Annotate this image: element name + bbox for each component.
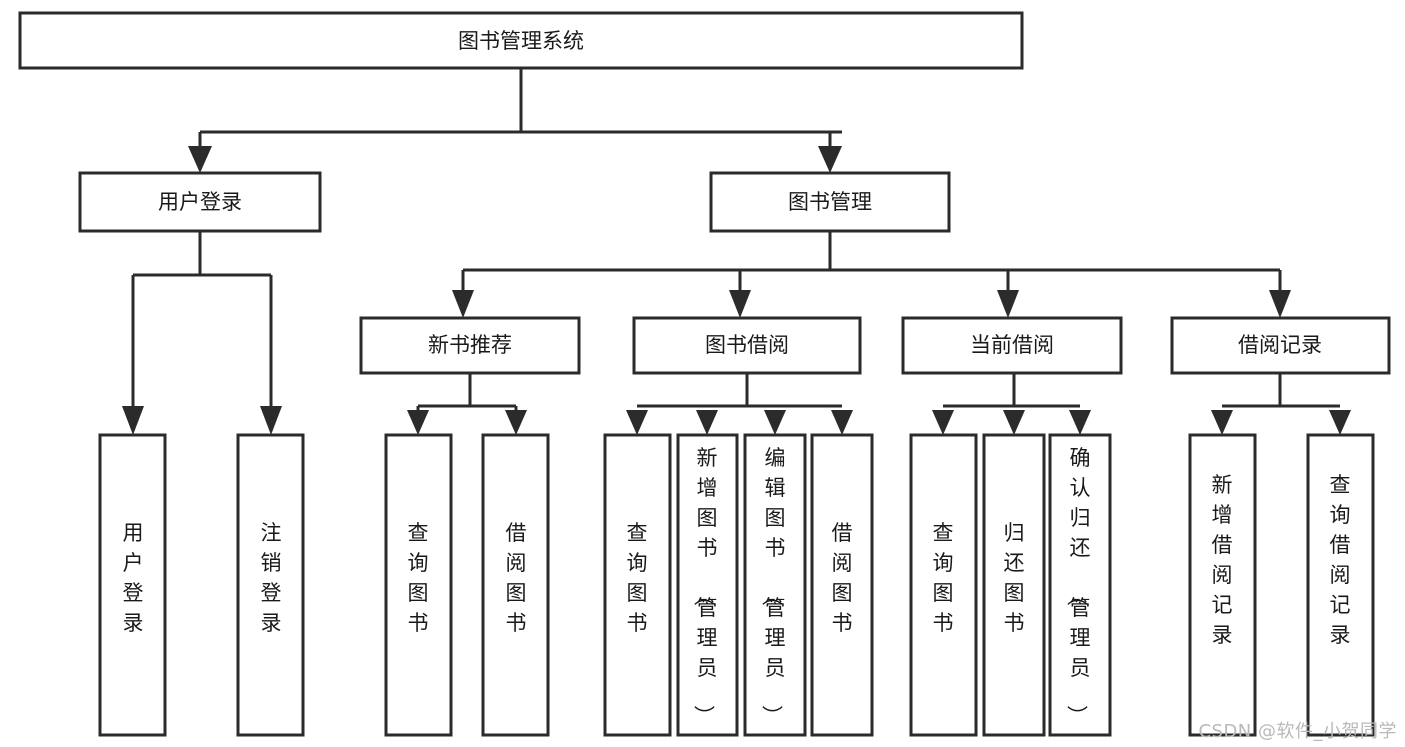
connector-group-root-to-level2: [188, 68, 842, 173]
arrowhead-leaf-query-book-3: [932, 410, 954, 435]
node-leaf-query-book-1[interactable]: 查询图书: [384, 433, 453, 737]
node-user-login[interactable]: 用户登录: [78, 171, 322, 233]
arrowhead-leaf-confirm-return: [1069, 410, 1091, 435]
node-root-box[interactable]: [18, 11, 1024, 70]
node-leaf-query-book-3[interactable]: 查询图书: [909, 433, 978, 737]
node-leaf-user-login[interactable]: 用户登录: [98, 433, 167, 737]
connector-group-book-borrow-to-leaves: [626, 373, 853, 435]
node-leaf-confirm-return[interactable]: 确认归还（管理员）: [1048, 433, 1112, 737]
node-leaf-query-book-1-box[interactable]: [384, 433, 453, 737]
node-book-borrow-label: 图书借阅: [705, 333, 789, 357]
node-leaf-add-book-label: 新增图书（管理员）: [692, 446, 718, 726]
node-leaf-query-record-box[interactable]: [1306, 433, 1375, 737]
arrowhead-new-book-rec: [452, 290, 474, 318]
node-new-book-rec-box[interactable]: [359, 316, 581, 375]
node-borrow-record-label: 借阅记录: [1238, 333, 1322, 357]
node-leaf-return-book-label: 归还图书: [1004, 521, 1025, 635]
node-root[interactable]: 图书管理系统: [18, 11, 1024, 70]
arrowhead-book-borrow: [729, 290, 751, 318]
node-leaf-query-book-3-label: 查询图书: [933, 521, 954, 635]
node-new-book-rec[interactable]: 新书推荐: [359, 316, 581, 375]
node-borrow-record[interactable]: 借阅记录: [1170, 316, 1391, 375]
node-root-label: 图书管理系统: [458, 29, 584, 53]
node-leaf-add-record-label: 新增借阅记录: [1212, 473, 1233, 647]
node-leaf-add-record-box[interactable]: [1188, 433, 1257, 737]
node-leaf-query-record-label: 查询借阅记录: [1330, 473, 1351, 647]
node-leaf-add-record[interactable]: 新增借阅记录: [1188, 433, 1257, 737]
node-leaf-edit-book-box[interactable]: [743, 433, 807, 737]
node-leaf-user-logout-box[interactable]: [236, 433, 305, 737]
node-book-manage-label: 图书管理: [788, 190, 872, 214]
node-leaf-return-book[interactable]: 归还图书: [982, 433, 1046, 737]
arrowhead-leaf-user-login: [122, 406, 144, 435]
arrowhead-leaf-return-book: [1003, 410, 1025, 435]
connector-group-current-borrow-to-leaves: [932, 373, 1091, 435]
node-user-login-box[interactable]: [78, 171, 322, 233]
node-borrow-record-box[interactable]: [1170, 316, 1391, 375]
node-leaf-borrow-book-2-box[interactable]: [810, 433, 874, 737]
arrowhead-leaf-borrow-book-1: [505, 410, 527, 435]
node-leaf-user-logout-label: 注销登录: [261, 521, 282, 635]
node-leaf-confirm-return-box[interactable]: [1048, 433, 1112, 737]
node-leaf-borrow-book-1-box[interactable]: [481, 433, 550, 737]
arrowhead-leaf-borrow-book-2: [831, 410, 853, 435]
node-leaf-query-book-2[interactable]: 查询图书: [603, 433, 672, 737]
arrowhead-current-borrow: [997, 290, 1019, 318]
arrowhead-leaf-query-book-1: [407, 410, 429, 435]
arrowhead-leaf-query-record: [1329, 410, 1351, 435]
node-leaf-query-book-1-label: 查询图书: [408, 521, 429, 635]
arrowhead-leaf-query-book-2: [626, 410, 648, 435]
arrowhead-leaf-add-book: [696, 410, 718, 435]
node-leaf-borrow-book-1-label: 借阅图书: [506, 521, 527, 635]
node-leaf-user-login-box[interactable]: [98, 433, 167, 737]
arrowhead-leaf-user-logout: [260, 406, 282, 435]
node-leaf-query-book-2-label: 查询图书: [627, 521, 648, 635]
node-leaf-borrow-book-1[interactable]: 借阅图书: [481, 433, 550, 737]
arrowhead-book-manage: [818, 146, 842, 173]
node-leaf-confirm-return-label: 确认归还（管理员）: [1065, 446, 1091, 726]
node-user-login-label: 用户登录: [158, 190, 242, 214]
arrowhead-user-login: [188, 146, 212, 173]
node-book-borrow[interactable]: 图书借阅: [632, 316, 862, 375]
connector-group-new-book-rec-to-leaves: [407, 373, 527, 435]
node-leaf-add-book-box[interactable]: [676, 433, 739, 737]
node-new-book-rec-label: 新书推荐: [428, 333, 512, 357]
node-book-manage-box[interactable]: [709, 171, 951, 233]
node-current-borrow-label: 当前借阅: [970, 333, 1054, 357]
node-current-borrow[interactable]: 当前借阅: [901, 316, 1123, 375]
arrowhead-leaf-edit-book: [764, 410, 786, 435]
node-leaf-edit-book[interactable]: 编辑图书（管理员）: [743, 433, 807, 737]
node-current-borrow-box[interactable]: [901, 316, 1123, 375]
node-leaf-user-logout[interactable]: 注销登录: [236, 433, 305, 737]
node-leaf-query-book-3-box[interactable]: [909, 433, 978, 737]
node-leaf-return-book-box[interactable]: [982, 433, 1046, 737]
node-leaf-add-book[interactable]: 新增图书（管理员）: [676, 433, 739, 737]
node-book-manage[interactable]: 图书管理: [709, 171, 951, 233]
node-leaf-borrow-book-2[interactable]: 借阅图书: [810, 433, 874, 737]
node-leaf-user-login-label: 用户登录: [123, 521, 144, 635]
node-leaf-edit-book-label: 编辑图书（管理员）: [760, 446, 786, 726]
connector-group-book-manage-to-level3: [452, 231, 1291, 318]
arrowhead-borrow-record: [1269, 290, 1291, 318]
node-leaf-query-book-2-box[interactable]: [603, 433, 672, 737]
node-leaf-query-record[interactable]: 查询借阅记录: [1306, 433, 1375, 737]
arrowhead-leaf-add-record: [1211, 410, 1233, 435]
node-leaf-borrow-book-2-label: 借阅图书: [832, 521, 853, 635]
connector-group-borrow-record-to-leaves: [1211, 373, 1351, 435]
node-book-borrow-box[interactable]: [632, 316, 862, 375]
connector-group-user-login-to-leaves: [122, 231, 282, 435]
